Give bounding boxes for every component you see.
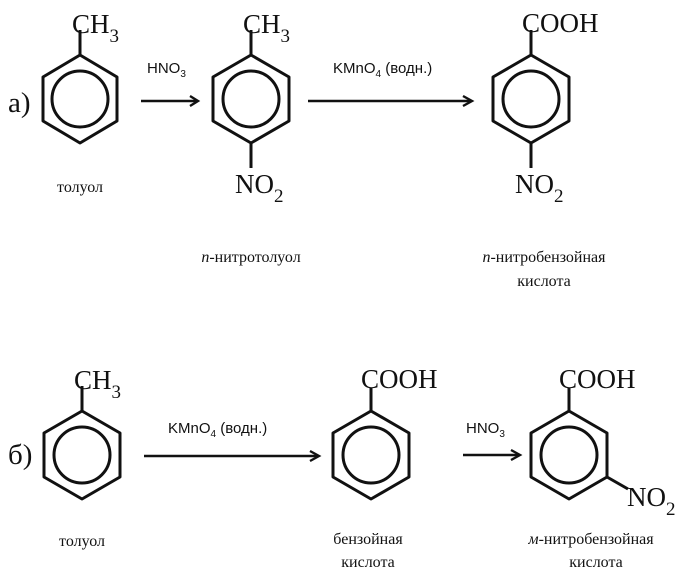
scheme-b-label: б) [8, 439, 32, 471]
benzoic-acid-caption: бензойная [333, 531, 403, 548]
toluene-caption: толуол [57, 179, 103, 196]
benzene-ring [529, 409, 609, 501]
p-nitrobenzoic-acid-caption-line2: кислота [517, 273, 571, 290]
nitro-group: NO2 [627, 482, 676, 520]
carboxyl-group: COOH [361, 364, 438, 394]
reagent-label: KMnO4 (водн.) [168, 420, 267, 440]
toluene-caption: толуол [59, 533, 105, 550]
p-nitrobenzoic-acid-molecule: COOH NO2 п-нитробензойная кислота [482, 8, 606, 290]
substituent-bond [606, 475, 629, 491]
aromatic-circle [501, 69, 561, 129]
aromatic-circle [539, 425, 599, 485]
reagent-label: HNO3 [147, 60, 186, 80]
reaction-arrow-a2: KMnO4 (водн.) [308, 60, 475, 108]
reagent-label: HNO3 [466, 420, 505, 440]
methyl-group: CH3 [72, 9, 119, 47]
benzene-ring [331, 409, 411, 501]
aromatic-circle [221, 69, 281, 129]
carboxyl-group: COOH [559, 364, 636, 394]
scheme-a-label: а) [8, 87, 31, 119]
p-nitrotoluene-molecule: CH3 NO2 п-нитротолуол [201, 9, 300, 266]
m-nitrobenzoic-acid-caption-line2: кислота [569, 554, 623, 571]
benzene-ring [41, 53, 119, 145]
benzene-ring [42, 409, 122, 501]
arrow-head [309, 449, 322, 463]
m-nitrobenzoic-acid-molecule: COOH NO2 м-нитробензойная кислота [527, 364, 675, 571]
carboxyl-group: COOH [522, 8, 599, 38]
aromatic-circle [52, 425, 112, 485]
nitro-group: NO2 [515, 169, 564, 207]
arrow-head [189, 94, 201, 108]
reagent-label: KMnO4 (водн.) [333, 60, 432, 80]
p-nitrobenzoic-acid-caption: п-нитробензойная [482, 249, 606, 266]
aromatic-circle [341, 425, 401, 485]
aromatic-circle [50, 69, 110, 129]
nitro-group: NO2 [235, 169, 284, 207]
m-nitrobenzoic-acid-caption: м-нитробензойная [527, 531, 654, 548]
benzoic-acid-caption-line2: кислота [341, 554, 395, 571]
p-nitrotoluene-caption: п-нитротолуол [201, 249, 300, 266]
methyl-group: CH3 [74, 365, 121, 403]
arrow-head [462, 94, 475, 108]
toluene-molecule-a: CH3 толуол [41, 9, 119, 196]
reaction-arrow-b2: HNO3 [463, 420, 523, 462]
reaction-arrow-b1: KMnO4 (водн.) [144, 420, 322, 463]
toluene-molecule-b: CH3 толуол [42, 365, 122, 550]
methyl-group: CH3 [243, 9, 290, 47]
arrow-head [510, 448, 523, 462]
reaction-arrow-a1: HNO3 [141, 60, 201, 108]
benzoic-acid-molecule: COOH бензойная кислота [331, 364, 438, 571]
